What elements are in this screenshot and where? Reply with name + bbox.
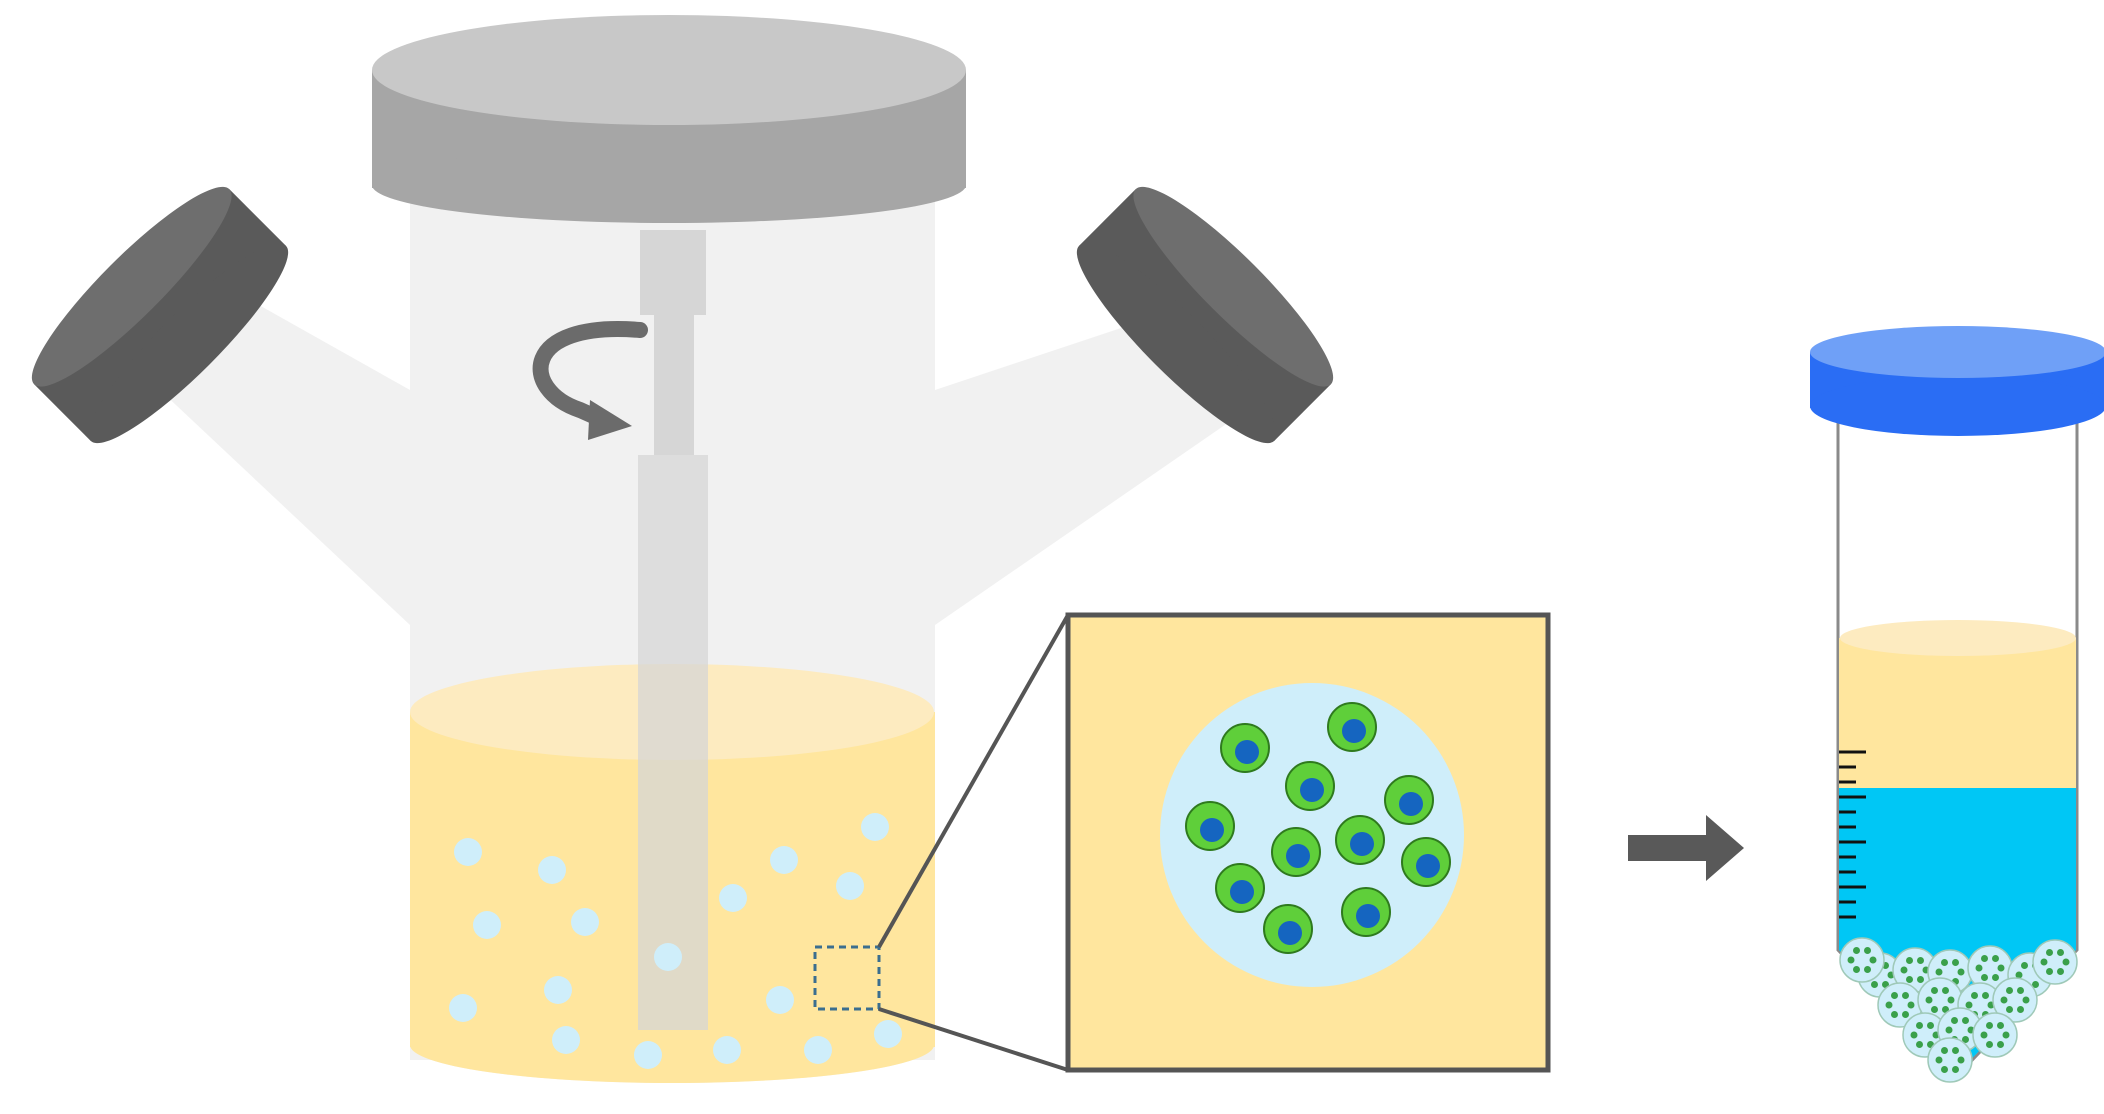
pellet-microcarrier: [1992, 977, 2038, 1023]
pellet-microcarrier: [1877, 982, 1923, 1028]
tube-medium-surface: [1840, 620, 2076, 656]
spinner-flask: [31, 15, 1334, 1083]
microcarrier-bead: [473, 911, 501, 939]
left-side-cap-bottom: [88, 243, 289, 444]
microcarrier-bead: [538, 856, 566, 884]
microcarrier-bead: [634, 1041, 662, 1069]
cell-nucleus: [1200, 818, 1224, 842]
cell-nucleus: [1278, 921, 1302, 945]
left-side-cap: [31, 186, 289, 444]
flask-lid-bottom: [372, 147, 966, 223]
right-arrow-icon: [1628, 815, 1744, 881]
zoom-selection-box: [813, 945, 881, 1011]
stir-rod-upper: [640, 230, 706, 315]
tube-graduation-marks: [1839, 750, 1866, 919]
cell: [1335, 815, 1385, 865]
left-side-arm: [160, 300, 410, 625]
microcarrier-bead: [571, 908, 599, 936]
cell-nucleus: [1342, 719, 1366, 743]
pellet-microcarrier: [1927, 1037, 1973, 1083]
microcarrier-bead: [449, 994, 477, 1022]
tube-cap-bottom: [1810, 376, 2104, 436]
tube-medium-layer: [1839, 638, 2076, 788]
cell: [1263, 904, 1313, 954]
pellet-microcarrier: [2032, 939, 2078, 985]
rotation-arrow-icon: [532, 321, 648, 440]
microcarrier-bead: [544, 976, 572, 1004]
cell-nucleus: [1235, 740, 1259, 764]
cell-nucleus: [1230, 880, 1254, 904]
zoom-connector-top: [877, 614, 1070, 948]
zoom-connector-bottom: [878, 1007, 1069, 1072]
microcarrier-bead: [552, 1026, 580, 1054]
microcarrier-bead: [770, 846, 798, 874]
microcarrier-bead: [804, 1036, 832, 1064]
adherent-cells: [1185, 702, 1451, 954]
cell: [1384, 775, 1434, 825]
right-side-cap-body: [1079, 189, 1331, 441]
microcarrier-bead: [874, 1020, 902, 1048]
right-side-cap-top: [1133, 186, 1334, 387]
microcarrier-bead: [766, 986, 794, 1014]
cell: [1215, 863, 1265, 913]
right-side-cap: [1076, 186, 1334, 444]
cell: [1220, 723, 1270, 773]
cell: [1271, 827, 1321, 877]
microcarrier-pellet: [1839, 937, 2078, 1083]
cell-nucleus: [1300, 778, 1324, 802]
microcarrier-zoom-panel: [1065, 612, 1551, 1073]
microcarrier-bead: [713, 1036, 741, 1064]
microcarrier-bead: [861, 813, 889, 841]
pellet-microcarrier: [1967, 945, 2013, 991]
cell-nucleus: [1350, 832, 1374, 856]
left-side-cap-body: [34, 189, 286, 441]
right-side-cap-bottom: [1076, 243, 1277, 444]
cell: [1327, 702, 1377, 752]
microcarrier-bead: [836, 872, 864, 900]
cell: [1401, 837, 1451, 887]
cell-nucleus: [1416, 854, 1440, 878]
left-side-cap-top: [31, 186, 232, 387]
microcarrier-bead: [454, 838, 482, 866]
cell-nucleus: [1399, 792, 1423, 816]
cell: [1185, 801, 1235, 851]
cell: [1285, 761, 1335, 811]
pellet-microcarrier: [1839, 937, 1885, 983]
stir-rod-middle: [654, 315, 694, 455]
microcarrier-beads: [449, 813, 902, 1069]
conical-tube: [1810, 326, 2104, 1083]
microcarrier-bead: [654, 943, 682, 971]
cell-nucleus: [1356, 904, 1380, 928]
cell: [1341, 887, 1391, 937]
cell-nucleus: [1286, 844, 1310, 868]
flask-lid-top: [372, 15, 966, 125]
tube-cap-top: [1810, 326, 2104, 378]
microcarrier-bead: [719, 884, 747, 912]
culture-medium-bottom: [410, 1007, 934, 1083]
stir-rod-lower: [638, 455, 708, 1030]
pellet-microcarrier: [1972, 1012, 2018, 1058]
